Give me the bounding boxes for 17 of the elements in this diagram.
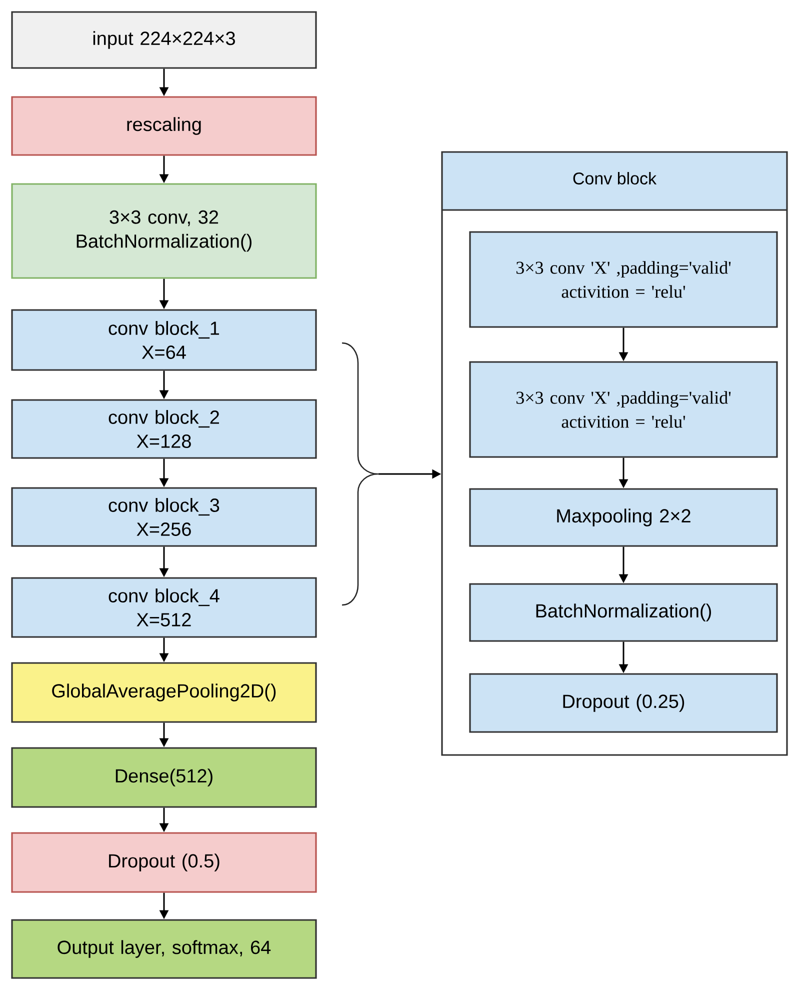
layer-box: Maxpooling 2×2: [469, 488, 778, 547]
layer-box: Output layer, softmax, 64: [11, 919, 317, 979]
curly-brace: [342, 342, 379, 606]
layer-box: Dropout (0.25): [469, 673, 778, 733]
layer-box: 3×3 conv 'X' ,padding='valid' activition = 'relu': [469, 231, 778, 328]
layer-box: rescaling: [11, 96, 317, 156]
layer-box: input 224×224×3: [11, 11, 317, 69]
layer-box: GlobalAveragePooling2D(): [11, 662, 317, 723]
layer-box: Dense(512): [11, 747, 317, 808]
layer-box: conv block_3 X=256: [11, 487, 317, 547]
layer-box: 3×3 conv 'X' ,padding='valid' activition = 'relu': [469, 361, 778, 458]
layer-box: BatchNormalization(): [469, 583, 778, 642]
layer-box: conv block_2 X=128: [11, 399, 317, 459]
layer-box: conv block_4 X=512: [11, 577, 317, 638]
layer-box: Dropout (0.5): [11, 832, 317, 893]
layer-box: conv block_1 X=64: [11, 309, 317, 371]
layer-box: 3×3 conv, 32 BatchNormalization(): [11, 183, 317, 279]
